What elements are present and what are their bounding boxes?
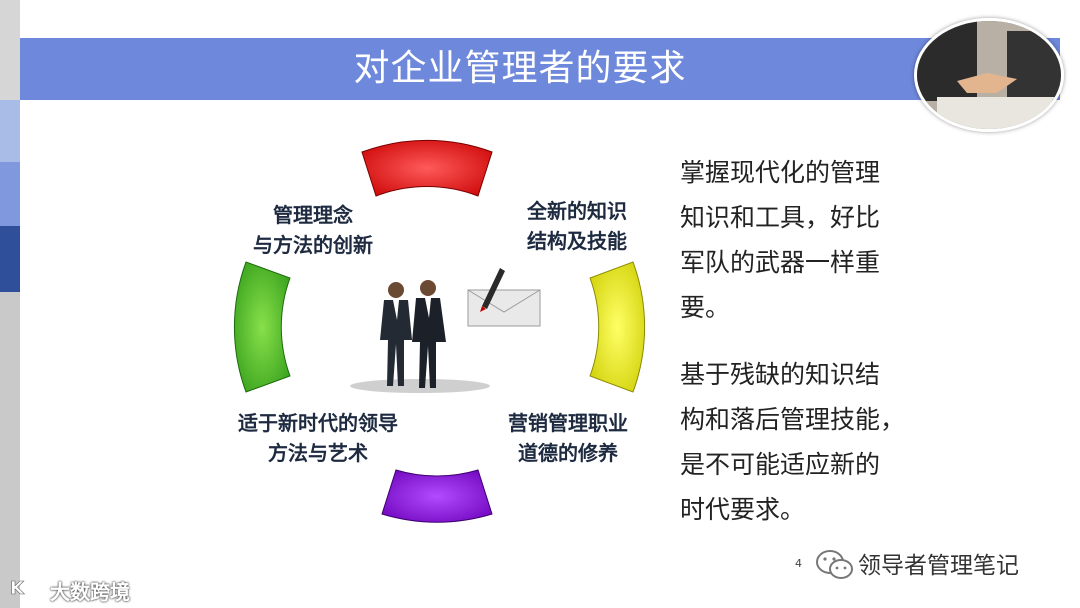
- segment-right: [589, 261, 646, 393]
- label-line: 与方法的创新: [253, 233, 373, 257]
- strip-segment: [0, 100, 20, 162]
- slide-title: 对企业管理者的要求: [353, 48, 687, 89]
- label-bottom-right: 营销管理职业 道德的修养: [488, 408, 648, 468]
- wechat-icon: [816, 550, 853, 579]
- brand-logo-icon: K: [10, 578, 47, 599]
- text-line: 构和落后管理技能，: [680, 405, 906, 434]
- label-line: 管理理念: [273, 203, 353, 227]
- strip-segment: [0, 0, 20, 100]
- label-line: 道德的修养: [518, 441, 618, 465]
- text-line: 要。: [680, 293, 731, 322]
- label-line: 营销管理职业: [508, 411, 628, 435]
- label-line: 结构及技能: [527, 229, 627, 253]
- label-top-right: 全新的知识 结构及技能: [512, 196, 642, 256]
- wechat-watermark-text: 领导者管理笔记: [858, 553, 1019, 579]
- label-line: 全新的知识: [527, 199, 627, 223]
- text-line: 军队的武器一样重: [680, 248, 881, 277]
- businessmen-icon: [350, 280, 490, 393]
- paragraph-2: 基于残缺的知识结 构和落后管理技能， 是不可能适应新的 时代要求。: [680, 352, 920, 532]
- text-line: 时代要求。: [680, 495, 806, 524]
- label-bottom-left: 适于新时代的领导 方法与艺术: [218, 408, 418, 468]
- left-color-strip: [0, 0, 20, 608]
- label-line: 适于新时代的领导: [238, 411, 398, 435]
- strip-segment: [0, 292, 20, 608]
- envelope-pen-icon: [467, 268, 541, 327]
- text-line: 知识和工具，好比: [680, 203, 881, 232]
- strip-segment: [0, 226, 20, 292]
- label-line: 方法与艺术: [268, 441, 368, 465]
- page-number: 4: [795, 557, 802, 570]
- strip-segment: [0, 162, 20, 226]
- svg-text:K: K: [10, 578, 25, 599]
- segment-top: [361, 139, 493, 197]
- segment-left: [233, 261, 291, 393]
- paragraph-1: 掌握现代化的管理 知识和工具，好比 军队的武器一样重 要。: [680, 150, 920, 330]
- title-bar: 对企业管理者的要求: [20, 38, 1060, 100]
- text-line: 是不可能适应新的: [680, 450, 881, 479]
- text-line: 基于残缺的知识结: [680, 360, 881, 389]
- text-line: 掌握现代化的管理: [680, 158, 881, 187]
- bottom-left-watermark-text: 大数跨境: [50, 580, 130, 604]
- label-top-left: 管理理念 与方法的创新: [238, 200, 388, 260]
- segment-bottom: [381, 469, 493, 523]
